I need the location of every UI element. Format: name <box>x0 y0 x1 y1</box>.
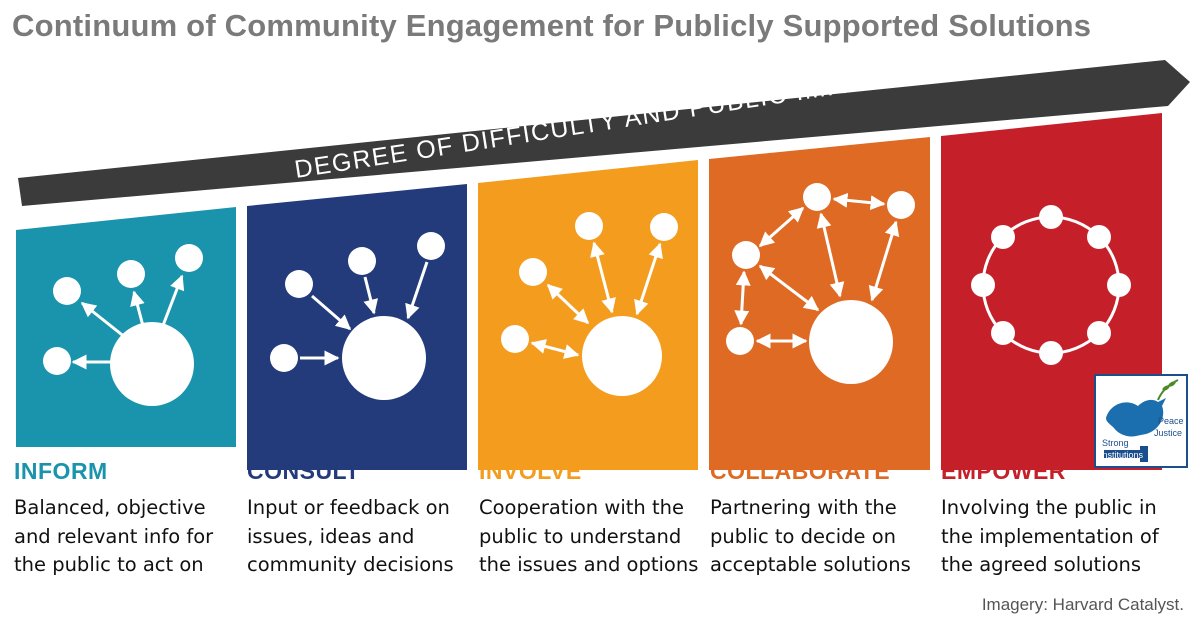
desc-line: issues, ideas and <box>247 524 415 548</box>
involve-graphic <box>501 212 678 396</box>
dove-icon <box>1104 379 1179 462</box>
desc-line: Partnering with the <box>710 496 897 519</box>
desc-line: community decisions <box>247 553 454 576</box>
badge-strong: Strong <box>1102 438 1129 448</box>
consult-graphic <box>270 232 445 400</box>
empower-graphic <box>971 205 1131 365</box>
stage-name-inform: INFORM <box>14 458 108 484</box>
stage-desc-involve: Cooperation with the public to understan… <box>479 494 711 580</box>
stage-desc-empower: Involving the public in the implementati… <box>941 494 1173 580</box>
stage-desc-inform: Balanced, objective and relevant info fo… <box>14 494 246 580</box>
stage-desc-collaborate: Partnering with the public to decide on … <box>710 494 942 580</box>
panel-inform <box>16 207 236 447</box>
badge-peace: Peace <box>1158 416 1184 426</box>
desc-line: and relevant info for <box>14 524 214 548</box>
panel-involve <box>478 160 698 470</box>
desc-line: Involving the public in <box>941 496 1157 519</box>
desc-line: acceptable solutions <box>710 553 911 576</box>
badge-justice: Justice <box>1154 428 1183 438</box>
stage-desc-consult: Input or feedback on issues, ideas and c… <box>247 494 479 580</box>
image-credit: Imagery: Harvard Catalyst. <box>981 595 1184 614</box>
desc-line: the issues and options <box>479 553 699 576</box>
collaborate-graphic <box>726 183 915 384</box>
inform-graphic <box>43 244 203 406</box>
desc-line: the implementation of <box>941 524 1159 548</box>
sdg-peace-justice-badge: Peace Justice Strong Institutions <box>1094 374 1188 468</box>
stage-name-collaborate: COLLABORATE <box>710 458 891 484</box>
desc-line: public to decide on <box>710 524 897 548</box>
desc-line: the agreed solutions <box>941 553 1142 576</box>
desc-line: the public to act on <box>14 553 204 576</box>
stage-name-involve: INVOLVE <box>479 458 582 484</box>
difficulty-arrow <box>18 60 1190 206</box>
desc-line: public to understand <box>479 524 682 548</box>
desc-line: Cooperation with the <box>479 496 684 519</box>
desc-line: Balanced, objective <box>14 496 206 519</box>
desc-line: Input or feedback on <box>247 496 450 519</box>
stage-name-empower: EMPOWER <box>941 458 1066 484</box>
page-title: Continuum of Community Engagement for Pu… <box>12 8 1092 43</box>
stage-name-consult: CONSULT <box>247 458 360 484</box>
badge-institutions: Institutions <box>1100 450 1144 460</box>
